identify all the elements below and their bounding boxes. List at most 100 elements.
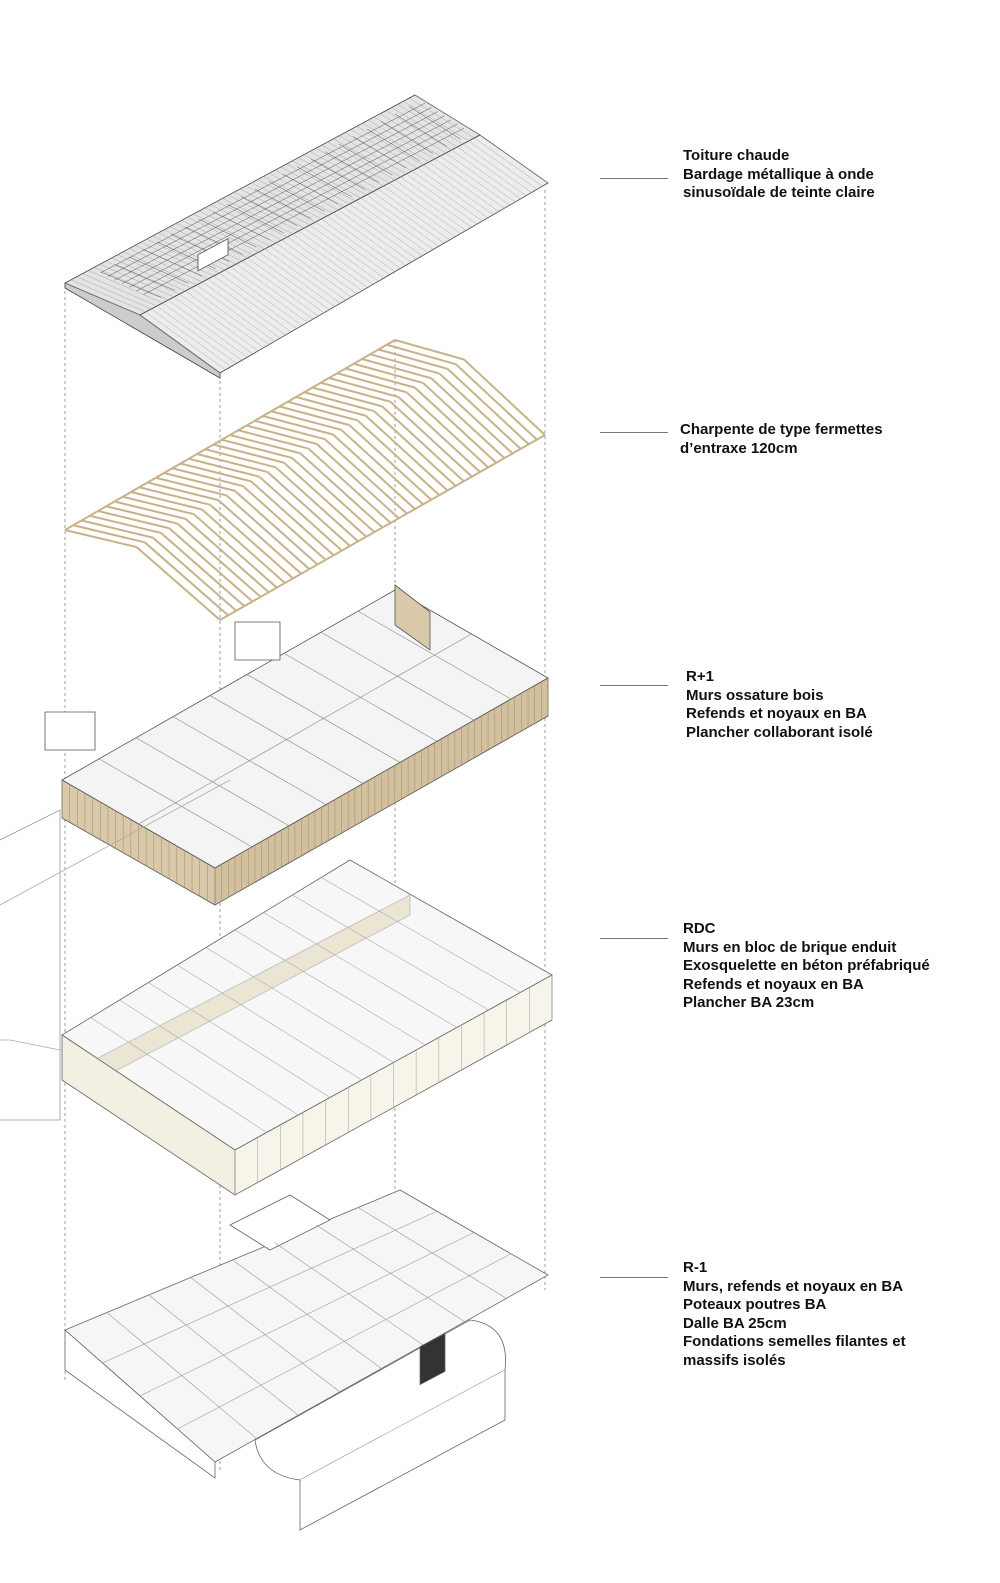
roof-corrugation <box>309 224 385 279</box>
roof-corrugation <box>349 203 423 256</box>
truss-layer <box>64 339 546 621</box>
label-charpente: Charpente de type fermettes d’entraxe 12… <box>680 421 883 458</box>
roof-corrugation <box>434 158 505 209</box>
truss <box>152 536 237 612</box>
truss <box>237 429 309 450</box>
roof-corrugation <box>140 242 214 277</box>
roof-corrugation <box>332 212 406 266</box>
roof-corrugation <box>377 188 450 241</box>
roof-corrugation <box>82 273 158 307</box>
roof-corrugation <box>156 305 237 364</box>
roof-corrugation <box>379 113 447 154</box>
truss <box>287 400 358 422</box>
solar-panel-line <box>380 121 434 154</box>
beam <box>139 1232 475 1397</box>
solar-panel-line <box>268 181 325 212</box>
truss <box>180 462 252 483</box>
truss <box>196 453 268 473</box>
roof-corrugation <box>263 176 333 214</box>
roof-corrugation <box>193 213 265 250</box>
roof-corrugation <box>123 251 197 286</box>
label-line: Plancher collaborant isolé <box>686 723 873 741</box>
roof-corrugation <box>169 226 243 262</box>
truss <box>414 386 497 464</box>
truss <box>394 339 465 361</box>
roof-corrugation <box>286 163 356 202</box>
roof-corrugation <box>234 191 305 229</box>
roof-corrugation <box>94 267 169 301</box>
solar-panel-line <box>184 226 243 255</box>
roof-corrugation <box>362 123 430 163</box>
roof-corrugation <box>162 302 242 361</box>
roof-corrugation <box>199 210 271 247</box>
roof-corrugation <box>391 107 458 148</box>
truss <box>221 438 293 459</box>
label-line: R-1 <box>683 1259 708 1276</box>
truss <box>295 396 367 417</box>
roof-corrugation <box>304 154 373 193</box>
roof-corrugation <box>292 160 362 199</box>
truss <box>147 481 219 502</box>
truss <box>348 424 432 501</box>
roof-corrugation <box>257 179 328 217</box>
truss <box>266 471 351 547</box>
r-minus-1-layer <box>64 1189 549 1531</box>
truss <box>332 433 416 510</box>
roof-corrugation <box>400 176 472 228</box>
truss <box>229 434 301 455</box>
truss <box>242 485 327 561</box>
roof-corrugation <box>151 308 232 367</box>
roof-corrugation <box>269 173 339 211</box>
truss <box>369 353 440 375</box>
truss <box>225 494 311 570</box>
solar-panel-line <box>296 166 352 198</box>
roof-corrugation <box>355 200 428 253</box>
leader-line-charpente <box>600 432 668 433</box>
label-line: Charpente de type fermettes <box>680 421 883 438</box>
truss <box>262 415 334 436</box>
roof-corrugation <box>321 218 396 272</box>
label-line: Poteaux poutres BA <box>683 1296 827 1313</box>
label-line: Refends et noyaux en BA <box>683 975 864 993</box>
label-line: RDC <box>683 920 716 937</box>
roof-corrugation <box>213 275 292 332</box>
truss <box>73 524 145 544</box>
roof-corrugation <box>406 173 478 225</box>
roof-corrugation <box>366 194 439 247</box>
roof-corrugation <box>152 235 226 271</box>
roof-corrugation <box>474 137 543 187</box>
roof-corrugation <box>173 296 253 355</box>
roof-corrugation <box>428 161 499 212</box>
truss <box>144 541 229 617</box>
roof-corrugation <box>241 260 319 317</box>
truss <box>97 510 170 530</box>
truss <box>378 348 448 370</box>
roof-corrugation <box>88 270 163 304</box>
roof-corrugation <box>264 248 341 304</box>
roof-corrugation <box>356 126 424 166</box>
truss <box>430 377 514 455</box>
roof-corrugation <box>164 229 237 265</box>
roof-corrugation <box>258 251 335 307</box>
truss <box>217 499 302 575</box>
label-line: Murs en bloc de brique enduit <box>683 938 897 956</box>
truss <box>397 396 481 473</box>
truss <box>168 527 254 603</box>
label-line: Refends et noyaux en BA <box>686 705 867 722</box>
solar-panel-line <box>114 111 439 281</box>
truss <box>315 443 400 519</box>
truss <box>361 358 432 380</box>
truss <box>64 529 137 548</box>
roof-corrugation <box>360 197 434 250</box>
truss <box>353 362 424 384</box>
truss <box>291 457 376 533</box>
roof-corrugation <box>368 119 435 160</box>
roof-corrugation <box>168 299 248 358</box>
r-plus-1-layer <box>44 584 549 906</box>
roof-corrugation <box>247 257 324 313</box>
partition-wall <box>148 982 331 1098</box>
truss <box>135 546 221 621</box>
truss <box>201 508 286 584</box>
roof-corrugation <box>389 182 461 234</box>
